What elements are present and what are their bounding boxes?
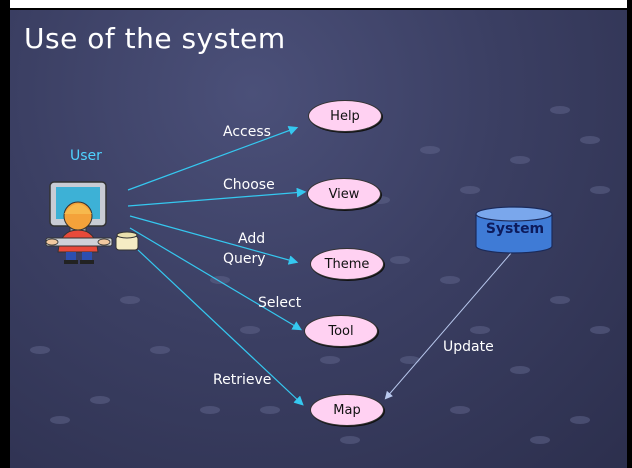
arrow-choose	[127, 187, 307, 207]
slide-right-border	[627, 0, 632, 468]
node-help: Help	[308, 100, 382, 132]
arrow-add-query	[129, 215, 299, 265]
label-select: Select	[258, 295, 302, 311]
node-view: View	[307, 178, 381, 210]
arrow-update	[384, 251, 513, 400]
label-access: Access	[223, 124, 271, 140]
arrow-retrieve	[137, 249, 304, 406]
node-tool: Tool	[304, 315, 378, 347]
label-retrieve: Retrieve	[213, 372, 272, 388]
arrow-select	[129, 227, 303, 331]
label-add: Add	[238, 231, 266, 247]
node-system: System	[485, 221, 545, 237]
user-at-computer-icon	[45, 181, 139, 264]
slide-left-border	[0, 0, 10, 468]
slide-top-line	[0, 8, 632, 10]
label-choose: Choose	[223, 177, 275, 193]
slide-top-border	[0, 0, 632, 10]
slide-title: Use of the system	[24, 22, 286, 55]
label-query: Query	[223, 251, 266, 267]
node-theme: Theme	[310, 248, 384, 280]
database-cylinder-icon	[475, 206, 553, 254]
label-update: Update	[443, 339, 494, 355]
node-map: Map	[310, 394, 384, 426]
arrow-access	[127, 125, 299, 191]
actor-label: User	[70, 148, 102, 164]
